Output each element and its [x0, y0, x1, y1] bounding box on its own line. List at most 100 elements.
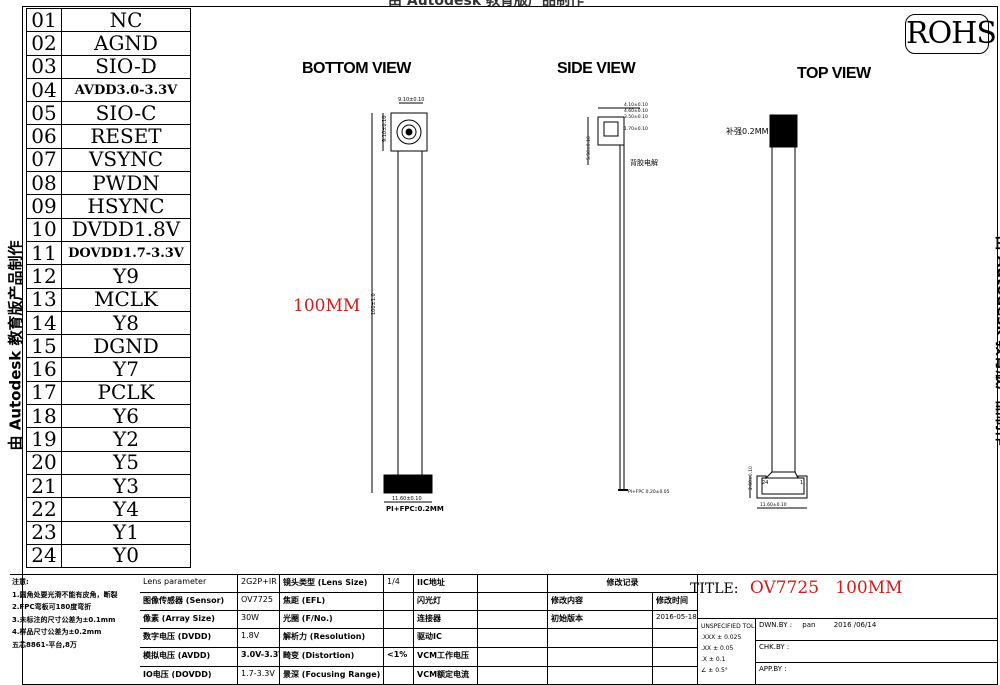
vcm-current-label: VCM额定电流: [414, 667, 478, 685]
connector-label: 连接器: [414, 611, 478, 629]
stiffener-note: 补强0.2MM: [726, 127, 769, 136]
pin-name: Y5: [61, 450, 191, 475]
bottom-view-title: BOTTOM VIEW: [302, 60, 411, 77]
revision-row-4: [548, 648, 653, 667]
vcm-current-value: [478, 667, 548, 685]
flash-value: [478, 593, 548, 611]
efl-label: 焦距 (EFL): [280, 593, 384, 611]
dim-top-conn-h: 2.60±0.10: [748, 466, 754, 490]
revision-row-4-date: [653, 648, 698, 667]
revision-time-label: 修改时间: [653, 593, 698, 611]
bottom-flex-cable: [397, 150, 423, 476]
title-value: OV7725 100MM: [749, 578, 903, 598]
pin-number: 10: [26, 217, 62, 242]
pin-name: Y7: [61, 357, 191, 382]
dwn-row: DWN.BY : pan 2016 /06/14: [756, 619, 998, 641]
dwn-date: 2016 /06/14: [833, 621, 877, 629]
pin-number: 15: [26, 334, 62, 359]
vcm-voltage-label: VCM工作电压: [414, 648, 478, 667]
dim-side-5: 5.50±0.10: [586, 136, 592, 160]
revision-first-label: 初始版本: [548, 611, 653, 629]
pin-name: SIO-C: [61, 101, 191, 126]
dim-side-1: 4.10±0.10: [624, 102, 648, 108]
tol-angle: ∠ ± 0.5°: [701, 667, 728, 674]
pin-name: DOVDD1.7-3.3V: [61, 240, 191, 266]
tol-xxx: .XXX ± 0.025: [701, 634, 742, 641]
note-line: 1.圆角处要光滑不能有皮角，断裂: [12, 590, 118, 599]
pin-name: Y3: [61, 473, 191, 499]
bottom-connector: [383, 474, 433, 494]
pi-fpc-note: PI+FPC:0.2MM: [386, 505, 444, 513]
top-view-title: TOP VIEW: [797, 65, 871, 82]
top-view-drawing: [749, 114, 808, 509]
note-line: 五芯8861-平台,8万: [12, 640, 77, 649]
revision-row-3-date: [653, 629, 698, 648]
pin-name: PWDN: [61, 171, 191, 196]
bottom-lens-inner: [401, 124, 417, 140]
distortion-label: 畸变 (Distortion): [280, 648, 384, 667]
pin-number: 24: [26, 543, 62, 569]
pin-name: Y6: [61, 404, 191, 429]
tol-x: .X ± 0.1: [701, 656, 726, 663]
dim-side-2: 4.60±0.10: [624, 108, 648, 114]
dim-bottom-width: 9.10±0.10: [398, 97, 424, 103]
revision-row-3: [548, 629, 653, 648]
dvdd-label: 数字电压 (DVDD): [140, 629, 238, 648]
lens-param-value: 2G2P+IR: [238, 575, 280, 593]
revision-content-label: 修改内容: [548, 593, 653, 611]
efl-value: [384, 593, 414, 611]
title-label: TITLE:: [690, 581, 739, 597]
focus-label: 景深 (Focusing Range): [280, 667, 384, 685]
dovdd-value: 1.7-3.3V: [238, 667, 280, 685]
pin-name: AVDD3.0-3.3V: [61, 77, 191, 103]
title-main: TITLE: OV7725 100MM: [690, 578, 903, 598]
side-module-body: [597, 116, 625, 146]
dim-side-3: 3.50±0.10: [624, 114, 648, 120]
sensor-label: 图像传感器 (Sensor): [140, 593, 238, 611]
watermark-top: 由 Autodesk 教育版产品制作: [388, 0, 585, 9]
avdd-value: 3.0V-3.3V: [238, 648, 280, 667]
dim-connector-width: 11.60±0.10: [392, 496, 422, 502]
dim-side-4: 1.70±0.10: [624, 126, 648, 132]
driver-label: 驱动IC: [414, 629, 478, 648]
pin-number: 06: [26, 124, 62, 149]
revision-row-5: [548, 667, 653, 685]
dovdd-label: IO电压 (DOVDD): [140, 667, 238, 685]
dwn-label: DWN.BY :: [759, 621, 793, 629]
sensor-value: OV7725: [238, 593, 280, 611]
bottom-view-drawing: [371, 102, 433, 503]
glue-note: 背胶电解: [630, 159, 658, 167]
unspec-tol: UNSPECIFIED TOL: [701, 623, 755, 630]
avdd-label: 模拟电压 (AVDD): [140, 648, 238, 667]
note-line: 注意:: [12, 578, 29, 586]
top-stiffener: [769, 114, 798, 148]
pin-name: VSYNC: [61, 147, 191, 173]
rohs-badge: ROHS: [905, 14, 997, 54]
iic-value: [478, 575, 548, 593]
fno-label: 光圈 (F/No.): [280, 611, 384, 629]
note-line: 4.样品尺寸公差为±0.2mm: [12, 628, 102, 636]
pin-name: PCLK: [61, 380, 191, 406]
focus-value: [384, 667, 414, 685]
pin-number: 19: [26, 427, 62, 452]
iic-label: IIC地址: [414, 575, 478, 593]
top-pin-24: 24: [762, 480, 768, 486]
app-label: APP.BY :: [756, 663, 998, 685]
note-line: 3.未标注的尺寸公差为±0.1mm: [12, 615, 116, 624]
pin-name: NC: [61, 7, 191, 33]
array-value: 30W: [238, 611, 280, 629]
dwn-name: pan: [802, 621, 816, 629]
dim-top-conn-w: 11.60±0.10: [760, 502, 787, 508]
pin-number: 08: [26, 171, 62, 196]
vcm-voltage-value: [478, 648, 548, 667]
